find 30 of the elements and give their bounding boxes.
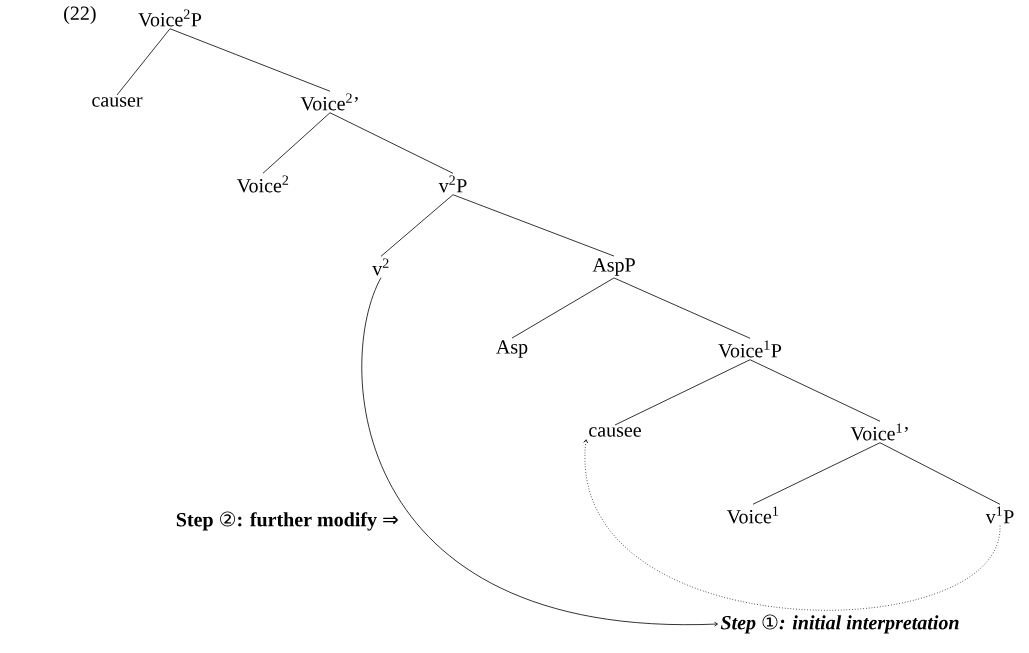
tree-label: Voice$^{1}$P [718, 340, 782, 358]
tree-branch [614, 359, 751, 426]
tree-label: Asp [496, 340, 528, 358]
tree-label: Voice$^{2}$P [138, 9, 202, 27]
tree-branch [116, 28, 171, 96]
tree-branch [380, 194, 454, 257]
tree-branch [752, 442, 881, 505]
tree-branch [452, 194, 615, 257]
curved-arrow [361, 277, 718, 627]
tree-branch [613, 277, 751, 339]
tree-label: AspP [592, 258, 635, 276]
tree-label: Voice$^{1}$’ [850, 423, 908, 441]
tree-branch [511, 277, 615, 339]
tree-label: Voice$^{2}$’ [300, 93, 358, 111]
tree-branch [879, 442, 1001, 505]
tree-branch [169, 28, 331, 92]
tree-label: causer [92, 97, 143, 107]
tree-branch [262, 112, 331, 174]
curved-arrow [583, 439, 1001, 611]
tree-branch [749, 359, 881, 422]
tree-label: v$^{1}$P [985, 506, 1014, 524]
step-label: Step ①: initial interpretation [720, 614, 959, 634]
tree-label: Voice$^{1}$ [726, 506, 778, 524]
tree-label: causee [589, 427, 641, 437]
tree-label: v$^{2}$ [372, 258, 389, 276]
tree-label: Voice$^{2}$ [236, 175, 289, 193]
step-label: Step ②: further modify ⇒ [176, 511, 398, 531]
tree-label: v$^{2}$P [438, 175, 467, 193]
example-number: (22) [64, 5, 96, 25]
tree-branch [329, 112, 454, 174]
